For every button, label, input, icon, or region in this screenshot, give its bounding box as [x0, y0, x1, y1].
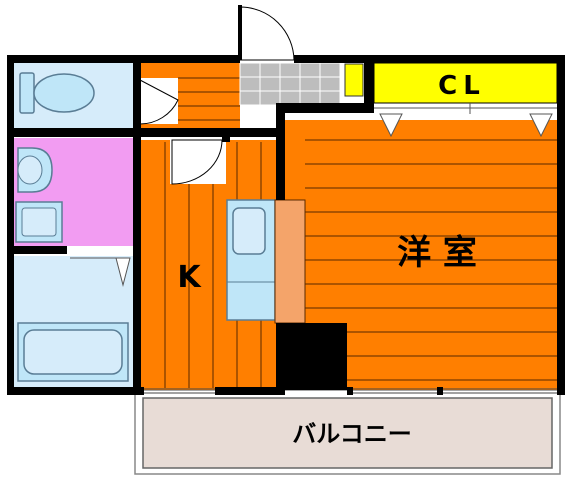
closet-door-right [529, 113, 553, 138]
walls [7, 55, 565, 395]
door-swing-icon [138, 78, 179, 125]
kitchen-counter [274, 199, 306, 324]
refrigerator-space [276, 323, 347, 390]
entrance-floor [240, 63, 340, 105]
washing-machine [15, 201, 63, 243]
kitchen-door-swing [170, 139, 226, 185]
entrance-door-swing [238, 5, 295, 63]
closet-label: CL [438, 71, 486, 101]
kitchen-label: K [177, 260, 202, 295]
closet-door-left [379, 113, 403, 138]
washbasin-icon [17, 147, 53, 193]
sink-icon [226, 199, 276, 321]
toilet-icon [19, 72, 95, 114]
shoe-box [344, 63, 364, 97]
bathtub-icon [17, 322, 129, 382]
western-room-label: 洋 室 [397, 233, 477, 273]
corridor-floor-lines [178, 77, 240, 121]
balcony-label: バルコニー [292, 420, 412, 448]
bath-door-marker [115, 257, 131, 287]
closet-floor [373, 62, 558, 104]
balcony-windows [144, 388, 557, 394]
balcony-floor [142, 397, 553, 469]
